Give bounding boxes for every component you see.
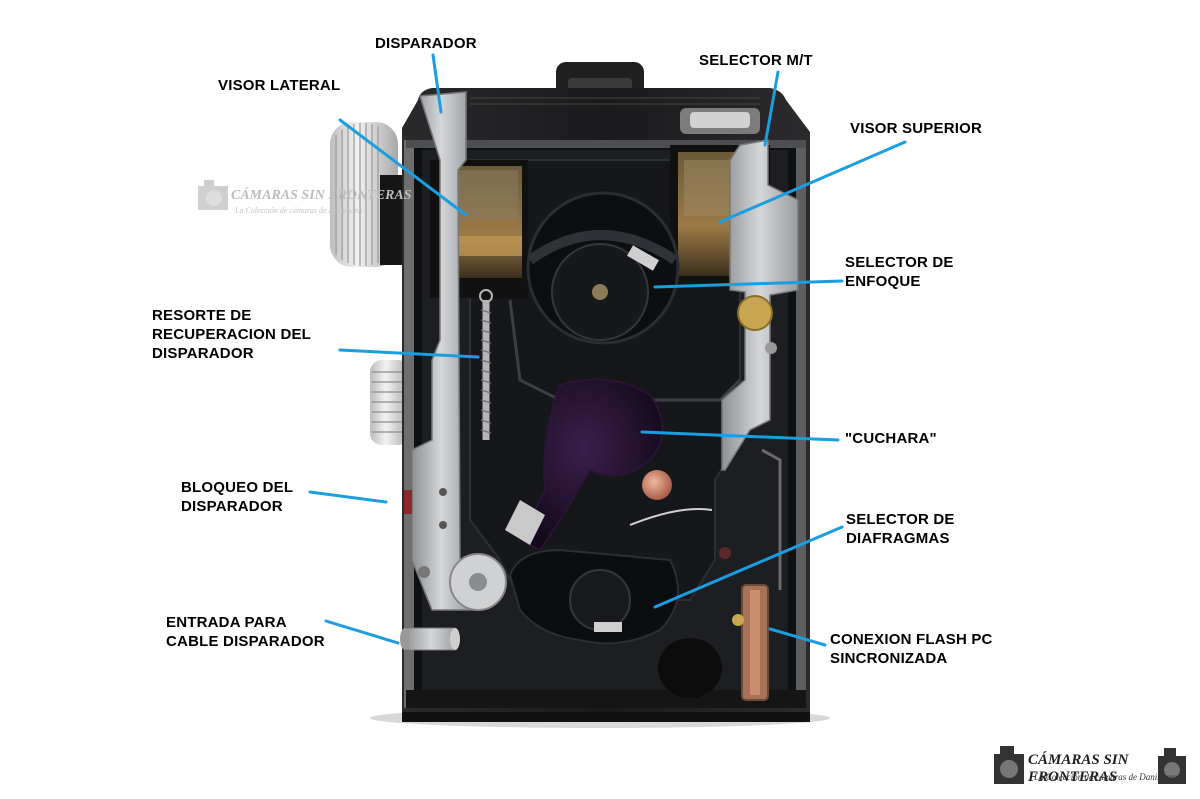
watermark-subtitle: La Colección de cámaras de Danimann [1034, 772, 1178, 782]
leader-disparador [431, 53, 443, 114]
label-conexion-flash: CONEXION FLASH PC SINCRONIZADA [830, 631, 993, 667]
leader-visor-lateral [338, 118, 468, 217]
lock-pin [404, 490, 412, 514]
leader-selector-diafragmas [653, 525, 844, 609]
label-visor-superior: VISOR SUPERIOR [850, 120, 982, 137]
flash-connector [732, 448, 782, 701]
leader-lines [308, 53, 907, 647]
leader-visor-superior [718, 140, 907, 224]
label-cuchara: "CUCHARA" [845, 430, 937, 447]
leader-selector-enfoque [653, 279, 844, 289]
copper-rivet [642, 470, 672, 500]
leader-resorte [338, 348, 480, 359]
label-visor-lateral: VISOR LATERAL [218, 77, 341, 94]
knob-top [330, 122, 406, 267]
cable-release [400, 627, 460, 651]
leader-selector-mt [763, 70, 780, 147]
focus-disc [526, 191, 680, 345]
mt-lever [721, 139, 799, 471]
leader-bloqueo [308, 490, 388, 504]
label-selector-diafragmas: SELECTOR DE DIAFRAGMAS [846, 511, 955, 547]
watermark-camera-icon-bottom-left [994, 746, 1024, 784]
label-disparador: DISPARADOR [375, 35, 477, 52]
leader-entrada-cable [324, 619, 400, 645]
aperture-disc [508, 548, 679, 645]
label-selector-mt: SELECTOR M/T [699, 52, 813, 69]
watermark-subtitle-faint: La Colección de cámaras de Danimann [235, 206, 363, 215]
leader-cuchara [640, 430, 840, 442]
leader-conexion-flash [768, 627, 827, 647]
label-entrada-cable: ENTRADA PARA CABLE DISPARADOR [166, 614, 325, 650]
watermark-camera-icon [198, 180, 228, 210]
watermark-title-faint: CÁMARAS SIN FRONTERAS [231, 188, 412, 203]
bottom-knob [658, 638, 722, 698]
label-selector-enfoque: SELECTOR DE ENFOQUE [845, 254, 954, 290]
wire-spring [629, 508, 713, 526]
label-resorte: RESORTE DE RECUPERACION DEL DISPARADOR [152, 307, 312, 362]
shutter-lever [411, 91, 507, 611]
small-pin [719, 547, 731, 559]
watermark-camera-icon-bottom-right [1158, 748, 1186, 784]
return-spring [479, 289, 493, 440]
label-bloqueo: BLOQUEO DEL DISPARADOR [181, 479, 294, 515]
spoon [505, 378, 664, 552]
watermark-title: CÁMARAS SIN FRONTERAS [1028, 752, 1129, 785]
